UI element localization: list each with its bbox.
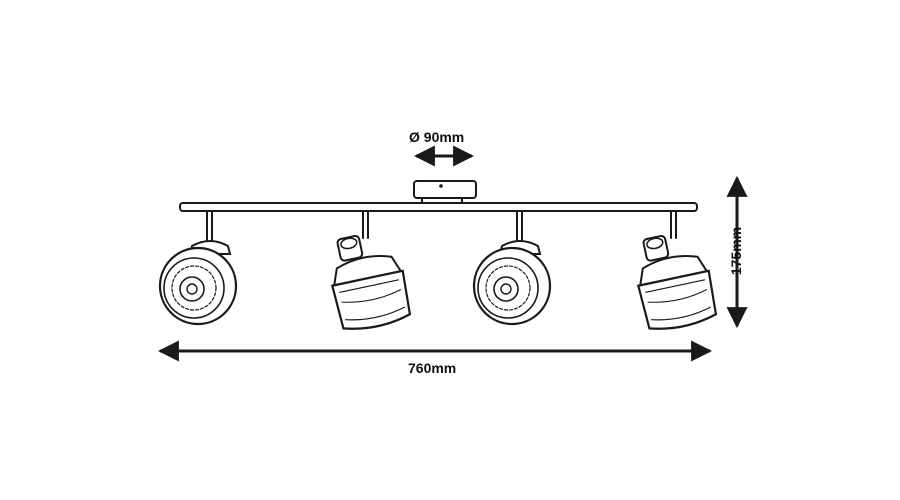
height-label: 175mm (728, 226, 745, 276)
width-label: 760mm (408, 360, 457, 376)
spotlight-4 (636, 210, 718, 330)
mounting-bar (179, 202, 698, 212)
spotlight-2 (330, 210, 412, 330)
spotlight-1 (158, 210, 238, 326)
diameter-label: Ø 90mm (409, 129, 465, 145)
ceiling-canopy (413, 180, 477, 205)
spotlight-3 (472, 210, 552, 326)
